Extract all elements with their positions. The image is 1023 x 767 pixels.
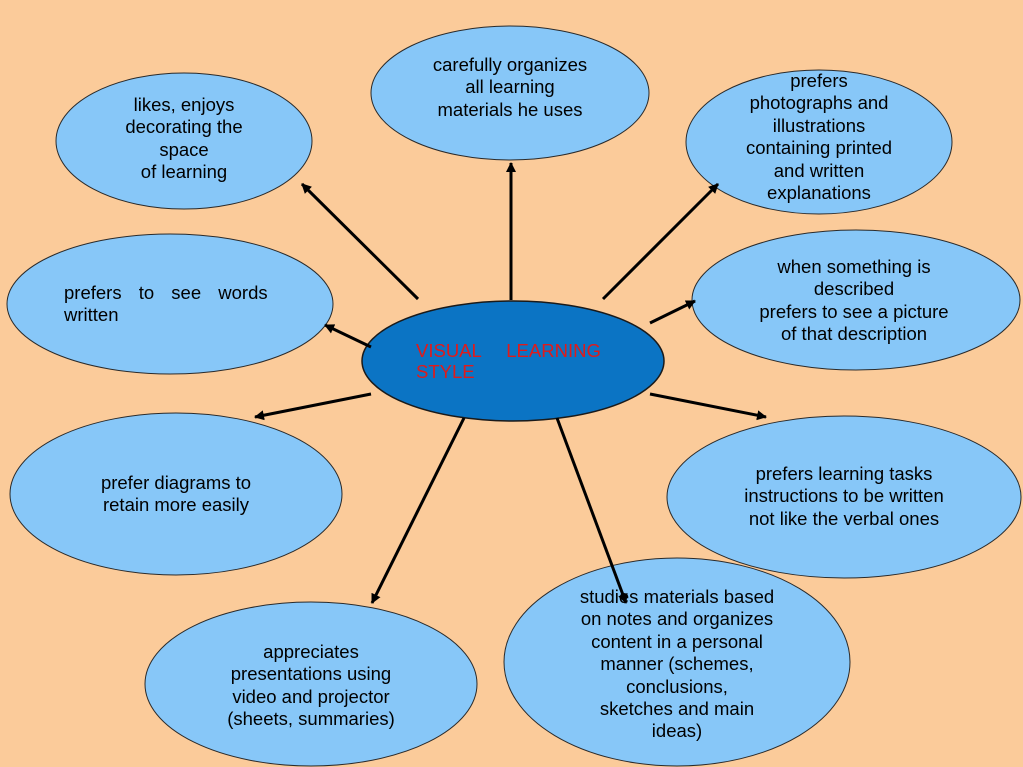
bubble-top-left: [55, 72, 313, 210]
node-label-mid-right: when something is described prefers to s…: [759, 256, 949, 345]
center-node: [361, 300, 665, 422]
node-label-mid-left: prefers to see words written: [64, 282, 268, 326]
arrow-to-top-left: [300, 182, 420, 301]
bubble-top: [370, 25, 650, 161]
node-label-bottom-right: studies materials based on notes and org…: [579, 586, 775, 742]
arrow-to-lower-right: [649, 392, 767, 421]
node-label-lower-right: prefers learning tasks instructions to b…: [744, 463, 944, 529]
node-label-lower-left: prefer diagrams to retain more easily: [100, 472, 252, 516]
bubble-mid-left: [6, 233, 334, 375]
arrow-to-bottom-right: [555, 417, 628, 604]
node-label-bottom-left: appreciates presentations using video an…: [227, 641, 395, 730]
bubble-bottom-left: [144, 601, 478, 767]
bubble-lower-left: [9, 412, 343, 576]
arrow-to-top-right: [601, 182, 720, 301]
arrow-to-mid-right: [649, 299, 696, 325]
bubble-bottom-right: [503, 557, 851, 767]
arrow-to-bottom-left: [370, 417, 466, 604]
bubble-top-right: [685, 69, 953, 215]
center-label: VISUAL LEARNING STYLE: [416, 340, 601, 382]
arrow-to-mid-left: [324, 323, 372, 349]
node-label-top-left: likes, enjoys decorating the space of le…: [125, 94, 243, 183]
arrow-to-lower-left: [254, 392, 372, 421]
node-label-top-right: prefers photographs and illustrations co…: [745, 70, 893, 204]
bubble-lower-right: [666, 415, 1022, 579]
bubble-mid-right: [691, 229, 1021, 371]
node-label-top: carefully organizes all learning materia…: [432, 54, 588, 120]
